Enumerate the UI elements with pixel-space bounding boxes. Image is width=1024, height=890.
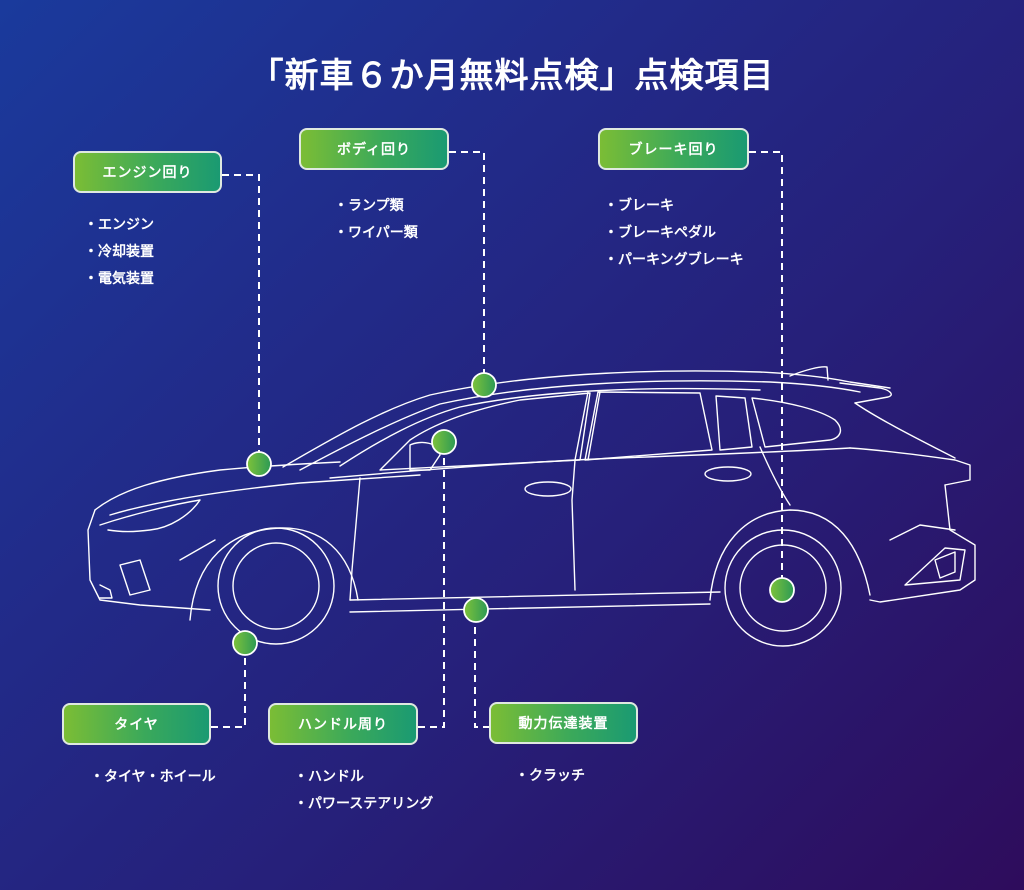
list-item: 電気装置 — [84, 266, 154, 293]
leader-brake — [749, 151, 783, 590]
marker-tire-icon[interactable] — [232, 630, 258, 656]
leader-body — [449, 151, 485, 385]
marker-drivetrain-icon[interactable] — [463, 597, 489, 623]
list-item: タイヤ・ホイール — [90, 764, 216, 791]
leader-tire — [211, 643, 246, 728]
category-body-label: ボディ回り — [299, 128, 449, 170]
category-tire-items: タイヤ・ホイール — [90, 764, 216, 791]
category-engine-label: エンジン回り — [73, 151, 222, 193]
category-body-items: ランプ類 ワイパー類 — [334, 193, 418, 247]
list-item: エンジン — [84, 212, 154, 239]
leader-steering — [418, 443, 445, 728]
marker-steering-icon[interactable] — [431, 429, 457, 455]
list-item: ブレーキペダル — [604, 220, 744, 247]
car-outline — [87, 366, 976, 647]
marker-engine-icon[interactable] — [246, 451, 272, 477]
page-title: 「新車６か月無料点検」点検項目 — [249, 56, 775, 96]
list-item: ワイパー類 — [334, 220, 418, 247]
list-item: ハンドル — [294, 764, 433, 791]
marker-body-icon[interactable] — [471, 372, 497, 398]
category-steering-label: ハンドル周り — [268, 703, 418, 745]
list-item: ブレーキ — [604, 193, 744, 220]
marker-brake-icon[interactable] — [769, 577, 795, 603]
leader-lines — [211, 151, 783, 728]
list-item: パーキングブレーキ — [604, 247, 744, 274]
list-item: パワーステアリング — [294, 791, 433, 818]
category-tire-label: タイヤ — [62, 703, 211, 745]
category-drivetrain-items: クラッチ — [515, 763, 585, 790]
leader-drivetrain — [474, 611, 490, 728]
category-engine-items: エンジン 冷却装置 電気装置 — [84, 212, 154, 293]
list-item: クラッチ — [515, 763, 585, 790]
category-steering-items: ハンドル パワーステアリング — [294, 764, 433, 818]
list-item: ランプ類 — [334, 193, 418, 220]
leader-engine — [222, 174, 260, 463]
category-brake-label: ブレーキ回り — [598, 128, 749, 170]
category-drivetrain-label: 動力伝達装置 — [489, 702, 638, 744]
category-brake-items: ブレーキ ブレーキペダル パーキングブレーキ — [604, 193, 744, 274]
list-item: 冷却装置 — [84, 239, 154, 266]
